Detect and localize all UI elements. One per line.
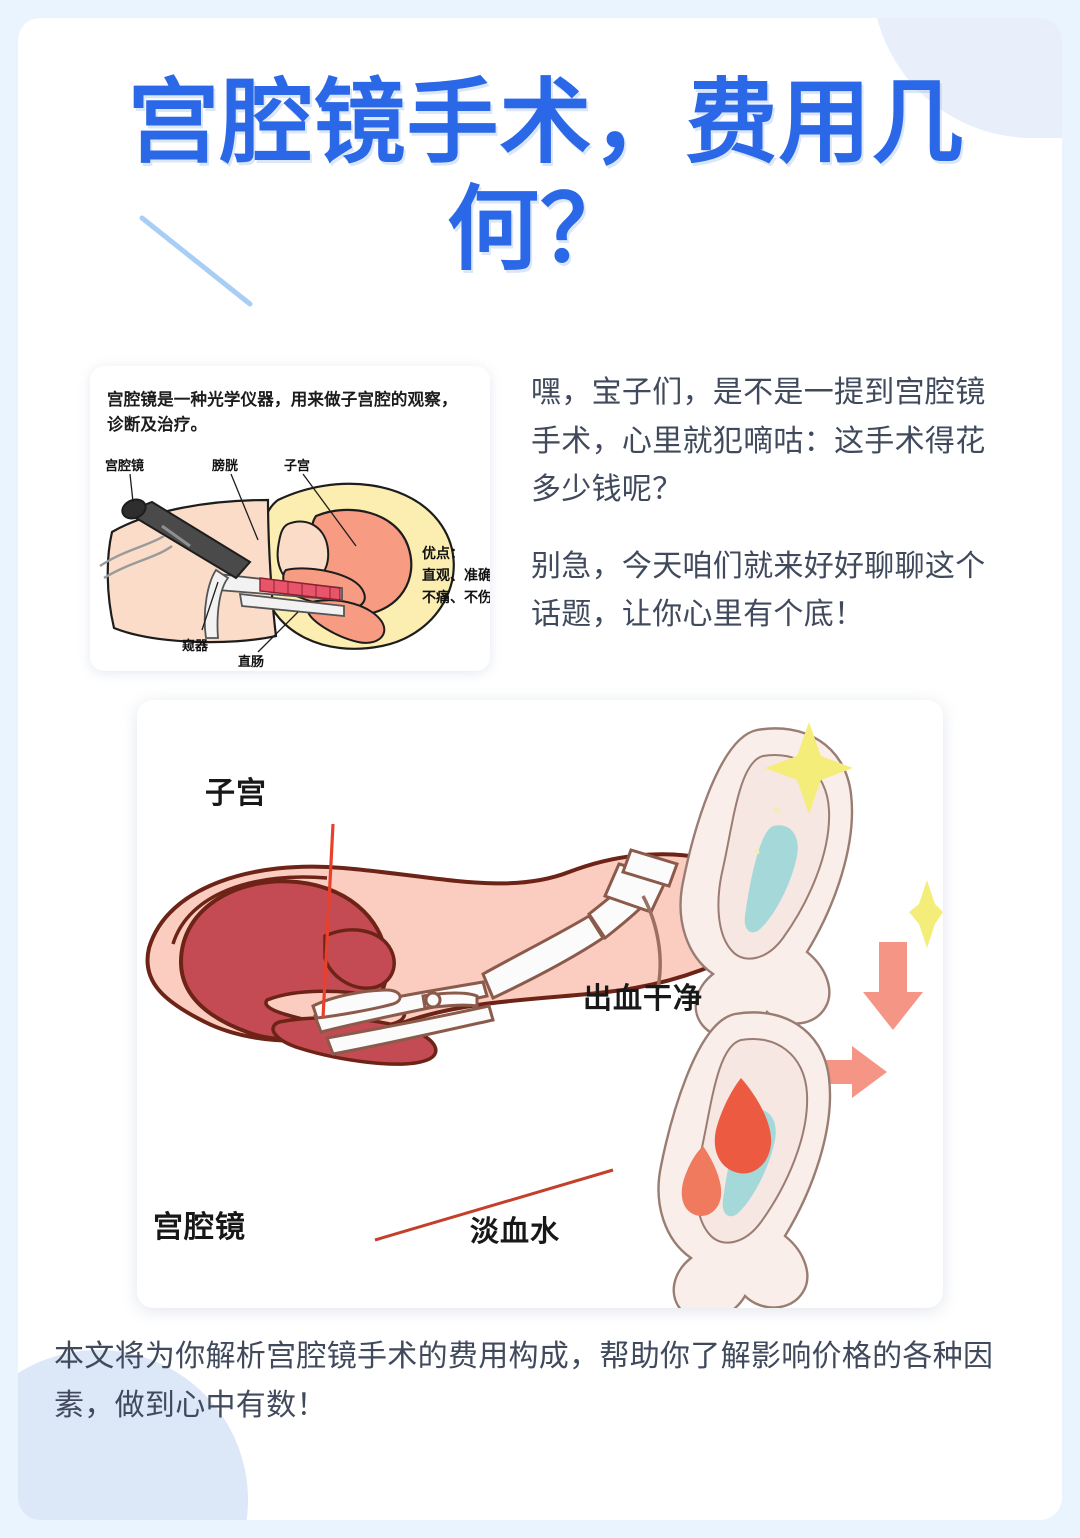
page-sheet: 宫腔镜手术，费用几 何？ 宫腔镜是一种光学仪器，用来做子宫腔的观察，诊断及治疗。 <box>18 18 1062 1520</box>
label-hysteroscope: 宫腔镜 <box>105 458 144 474</box>
page-title: 宫腔镜手术，费用几 何？ <box>18 69 1062 283</box>
label-speculum: 窥器 <box>182 638 209 654</box>
figure-label-light-blood: 淡血水 <box>470 1214 561 1248</box>
page-title-line-2: 何？ <box>446 175 633 283</box>
page-title-line-1: 宫腔镜手术，费用几 <box>127 69 965 176</box>
info-card: 宫腔镜是一种光学仪器，用来做子宫腔的观察，诊断及治疗。 <box>90 366 490 671</box>
footer-text: 本文将为你解析宫腔镜手术的费用构成，帮助你了解影响价格的各种因素，做到心中有数！ <box>54 1340 994 1422</box>
intro-paragraph-1: 嘿，宝子们，是不是一提到宫腔镜手术，心里就犯嘀咕：这手术得花多少钱呢？ <box>531 376 986 507</box>
label-bladder: 膀胱 <box>211 458 238 474</box>
intro-text-block: 嘿，宝子们，是不是一提到宫腔镜手术，心里就犯嘀咕：这手术得花多少钱呢？ 别急，今… <box>531 369 1011 640</box>
hysteroscope-procedure-illustration <box>145 722 943 1308</box>
figure-card: 子宫 宫腔镜 出血干净 淡血水 <box>137 700 943 1308</box>
figure-label-uterus: 子宫 <box>205 776 267 811</box>
intro-row: 宫腔镜是一种光学仪器，用来做子宫腔的观察，诊断及治疗。 <box>18 351 1062 681</box>
advantages-line-1: 直观、准确、 <box>422 567 490 584</box>
sanitary-pad-bloody <box>657 1011 832 1308</box>
hysteroscopy-anatomy-diagram: 宫腔镜 膀胱 子宫 窥器 直肠 优点： 直观、准确、 不痛、不伤子宫 <box>99 458 490 669</box>
advantages-line-2: 不痛、不伤子宫 <box>422 589 490 606</box>
intro-paragraph-2: 别急，今天咱们就来好好聊聊这个话题，让你心里有个底！ <box>531 549 986 632</box>
figure-label-clean-bleeding: 出血干净 <box>583 981 704 1015</box>
label-rectum: 直肠 <box>238 654 264 669</box>
advantages-heading: 优点： <box>422 545 464 562</box>
figure-label-hysteroscope: 宫腔镜 <box>153 1210 246 1245</box>
label-uterus: 子宫 <box>284 458 310 474</box>
decor-diagonal-line <box>139 215 253 307</box>
info-card-description: 宫腔镜是一种光学仪器，用来做子宫腔的观察，诊断及治疗。 <box>107 391 458 434</box>
